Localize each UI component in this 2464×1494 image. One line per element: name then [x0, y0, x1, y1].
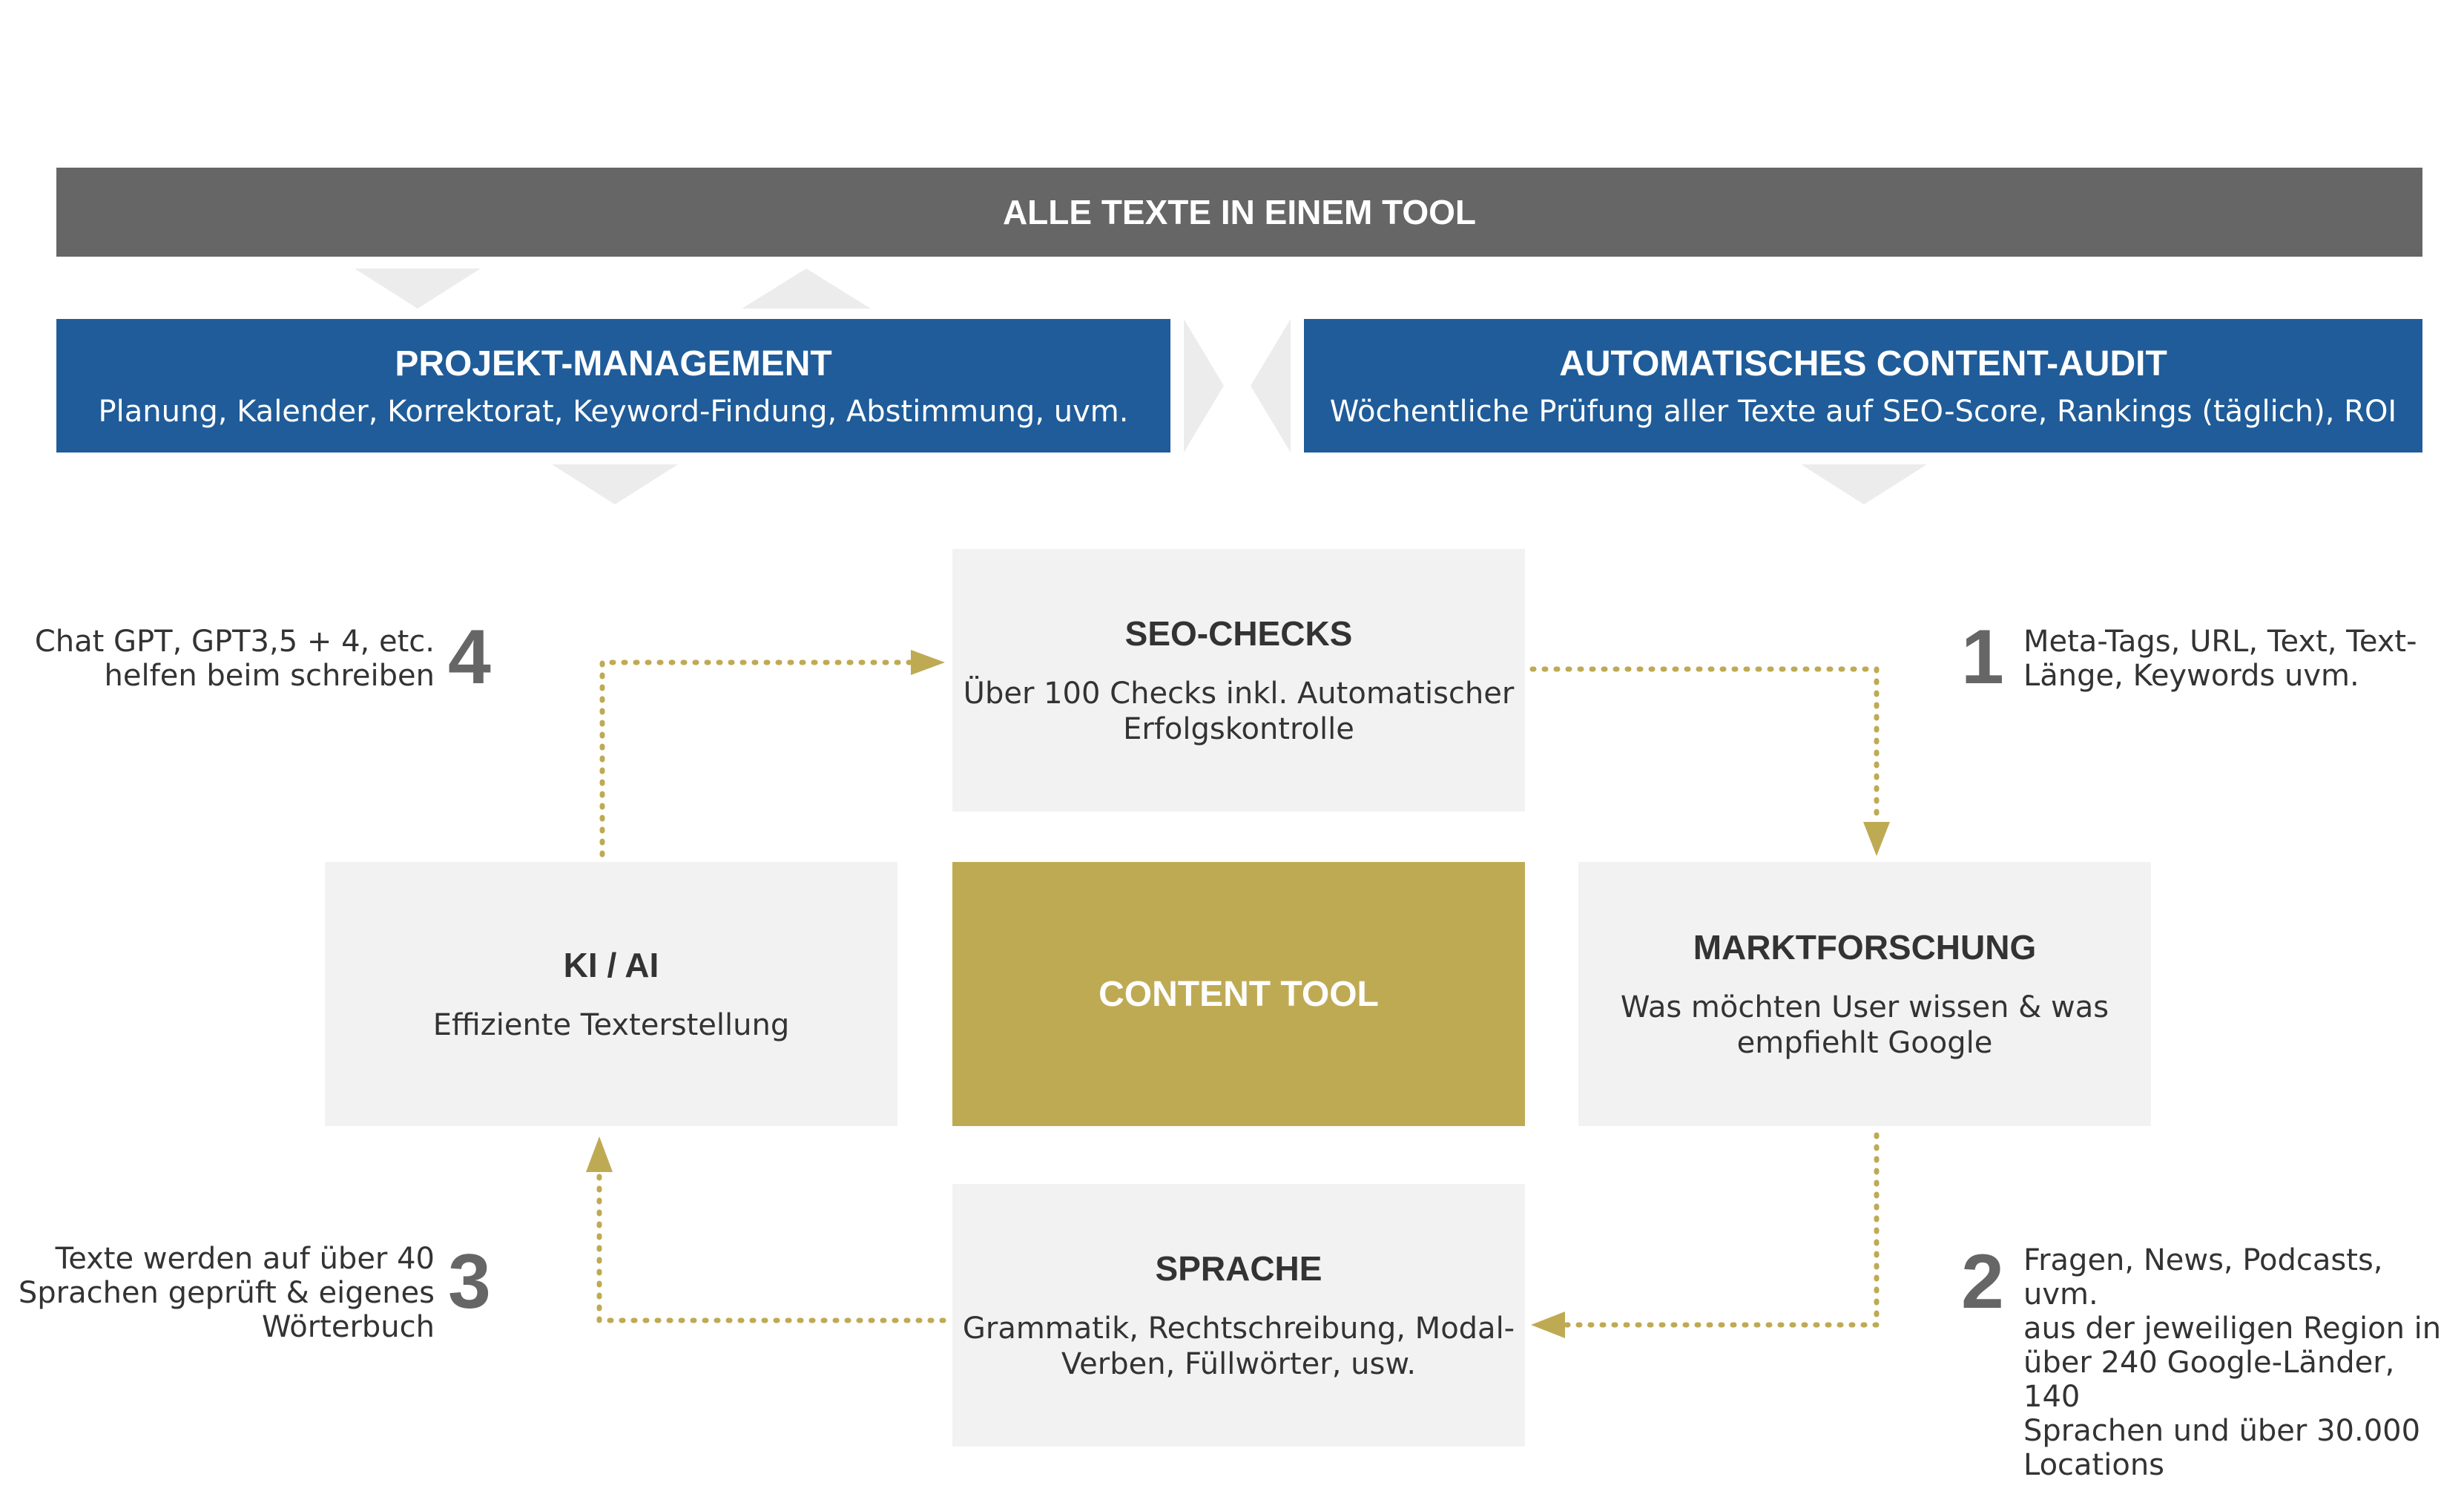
step-1-number: 1	[1961, 614, 2004, 700]
content-audit-subtitle: Wöchentliche Prüfung aller Texte auf SEO…	[1329, 394, 2397, 429]
chevron-down-icon	[1801, 464, 1927, 504]
content-audit-box: AUTOMATISCHES CONTENT-AUDIT Wöchentliche…	[1304, 319, 2422, 453]
chevron-right-icon	[1184, 319, 1224, 453]
marktforschung-line-1: Was möchten User wissen & was	[1620, 990, 2109, 1024]
ki-ai-title: KI / AI	[563, 946, 659, 984]
chevron-down-icon	[355, 269, 481, 309]
marktforschung-line-2: empfiehlt Google	[1736, 1026, 1993, 1060]
chevron-up-icon	[742, 269, 871, 309]
connector-sprache-to-ki	[596, 1169, 946, 1323]
step-3-number: 3	[448, 1239, 491, 1325]
arrow-right-icon	[911, 650, 945, 675]
chevron-group	[355, 269, 1927, 504]
step-2-line-1: Fragen, News, Podcasts, uvm.	[2023, 1243, 2383, 1312]
marktforschung-box: MARKTFORSCHUNG Was möchten User wissen &…	[1578, 862, 2151, 1126]
step-4-line-1: Chat GPT, GPT3,5 + 4, etc.	[34, 625, 435, 659]
project-management-box: PROJEKT-MANAGEMENT Planung, Kalender, Ko…	[56, 319, 1170, 453]
ki-ai-box: KI / AI Effiziente Texterstellung	[325, 862, 897, 1126]
header-title: ALLE TEXTE IN EINEM TOOL	[1002, 193, 1477, 231]
seo-checks-title: SEO-CHECKS	[1124, 614, 1353, 653]
step-3-line-2: Sprachen geprüft & eigenes	[18, 1276, 435, 1310]
marktforschung-title: MARKTFORSCHUNG	[1693, 928, 2037, 967]
step-2-line-4: Sprachen und über 30.000	[2023, 1414, 2421, 1448]
sprache-line-1: Grammatik, Rechtschreibung, Modal-	[962, 1312, 1515, 1346]
seo-checks-line-2: Erfolgskontrolle	[1123, 712, 1354, 746]
step-3-note: Texte werden auf über 40 Sprachen geprüf…	[15, 1242, 435, 1344]
project-management-subtitle: Planung, Kalender, Korrektorat, Keyword-…	[98, 394, 1129, 429]
step-1-line-1: Meta-Tags, URL, Text, Text-	[2023, 625, 2417, 659]
step-4-note: Chat GPT, GPT3,5 + 4, etc. helfen beim s…	[30, 625, 435, 693]
step-2-line-2: aus der jeweiligen Region in	[2023, 1312, 2442, 1346]
step-4-line-2: helfen beim schreiben	[104, 659, 435, 693]
sprache-title: SPRACHE	[1155, 1249, 1322, 1288]
arrow-up-icon	[586, 1136, 613, 1172]
step-2-note: Fragen, News, Podcasts, uvm. aus der jew…	[2023, 1243, 2454, 1482]
ki-ai-line-1: Effiziente Texterstellung	[432, 1008, 790, 1042]
step-3-line-1: Texte werden auf über 40	[55, 1242, 435, 1276]
step-2-line-5: Locations	[2023, 1448, 2165, 1482]
step-1-note: Meta-Tags, URL, Text, Text- Länge, Keywo…	[2023, 625, 2439, 693]
step-4-number: 4	[448, 614, 491, 700]
seo-checks-line-1: Über 100 Checks inkl. Automatischer	[963, 677, 1515, 711]
project-management-title: PROJEKT-MANAGEMENT	[395, 343, 832, 384]
header-bar: ALLE TEXTE IN EINEM TOOL	[56, 168, 2422, 257]
arrow-down-icon	[1863, 822, 1890, 856]
connector-seo-to-markt	[1529, 666, 1880, 826]
content-tool-box: CONTENT TOOL	[952, 862, 1525, 1126]
sprache-box: SPRACHE Grammatik, Rechtschreibung, Moda…	[952, 1184, 1525, 1447]
step-1-line-2: Länge, Keywords uvm.	[2023, 659, 2359, 693]
content-audit-title: AUTOMATISCHES CONTENT-AUDIT	[1559, 343, 2167, 384]
step-2-number: 2	[1961, 1239, 2004, 1325]
seo-checks-box: SEO-CHECKS Über 100 Checks inkl. Automat…	[952, 549, 1525, 812]
step-3-line-3: Wörterbuch	[262, 1310, 435, 1344]
chevron-left-icon	[1251, 319, 1291, 453]
chevron-down-icon	[552, 464, 678, 504]
connector-markt-to-sprache	[1562, 1132, 1880, 1328]
step-2-line-3: über 240 Google-Länder, 140	[2023, 1346, 2395, 1414]
content-tool-label: CONTENT TOOL	[1098, 974, 1379, 1014]
connector-ki-to-seo	[599, 659, 917, 858]
sprache-line-2: Verben, Füllwörter, usw.	[1061, 1347, 1417, 1381]
arrow-left-icon	[1531, 1312, 1565, 1338]
